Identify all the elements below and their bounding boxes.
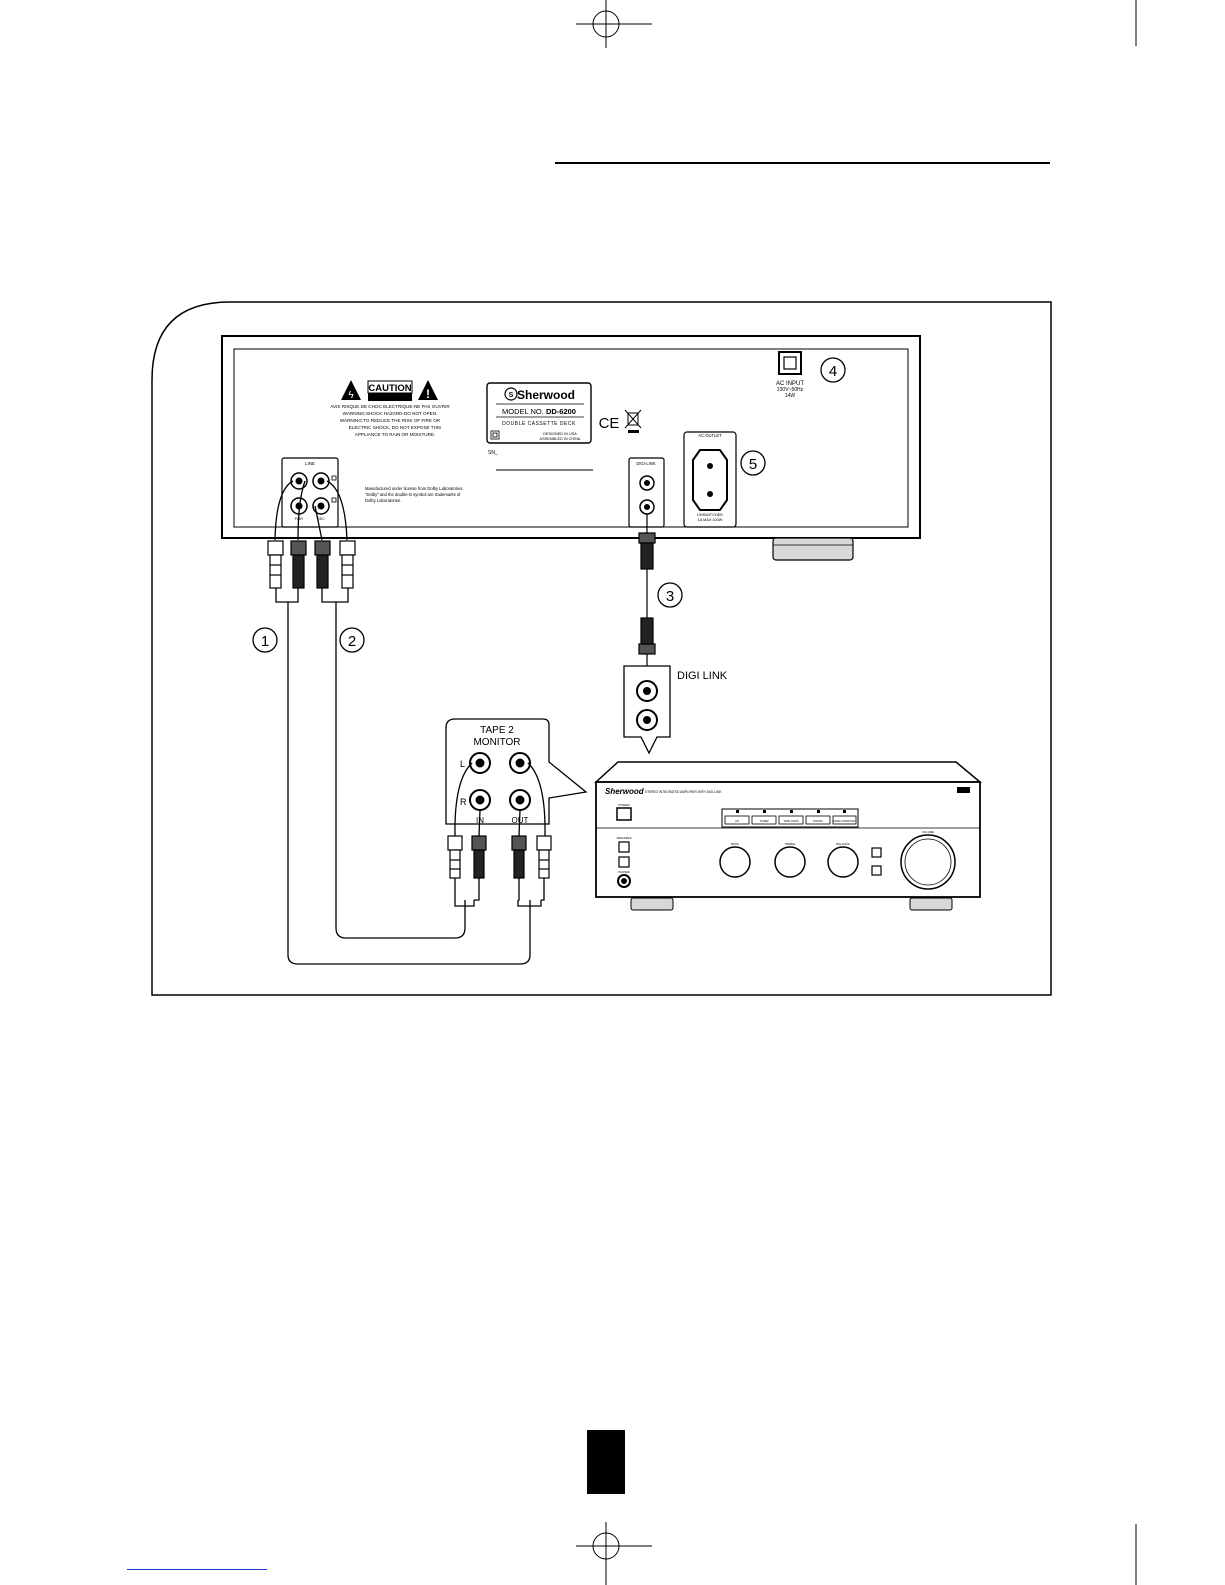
tape2-label-line-1: TAPE 2 [480, 725, 514, 736]
ac-outlet-label: AC OUTLET [698, 433, 722, 438]
digilink-panel-label: DIGI-LINK [636, 461, 656, 466]
footer-rule [127, 1569, 267, 1570]
caution-title: CAUTION [368, 383, 411, 394]
caution-line-1: AVIS RISQUE DE CHOC ELECTRIQUE-NE PAS OU… [330, 404, 450, 409]
caution-line-3: WARNING:TO REDUCE THE RISK OF FIRE OR [340, 418, 441, 423]
ac-input-socket [778, 351, 802, 375]
jack-label-rec: REC [317, 517, 325, 521]
ac-input-line-2: 230V~50Hz [777, 387, 804, 393]
callout-3: 3 [657, 582, 683, 608]
model-prefix: MODEL NO. [502, 407, 544, 416]
tone-button[interactable] [871, 865, 882, 876]
amplifier-front-panel: Sherwood STEREO INTEGRATED AMPLIFIER WIT… [594, 761, 983, 911]
input-btn-tuner: TUNER [760, 819, 769, 823]
ac-outlet-panel [683, 431, 737, 528]
balance-knob[interactable] [827, 846, 859, 878]
dolby-notice-2: "Dolby" and the double-D symbol are trad… [365, 492, 461, 497]
input-selector-group [721, 808, 859, 828]
ac-outlet-line-1: UNSWITCHED [697, 513, 723, 517]
svg-text:ϟ: ϟ [348, 390, 354, 401]
weee-bin-icon [624, 409, 642, 433]
knob-label-volume: VOLUME [922, 830, 934, 834]
ce-mark: CE [599, 415, 620, 432]
origin-line-1: DESIGNED IN USA [543, 432, 577, 436]
page-number-tab [587, 1430, 625, 1494]
volume-knob[interactable] [900, 834, 956, 890]
input-btn-tape1: TAPE 1/DVD [784, 819, 799, 823]
diagram-frame [151, 301, 1052, 996]
deck-brand: Sherwood [517, 388, 575, 402]
amp-model-text: STEREO INTEGRATED AMPLIFIER WITH DIGI-LI… [645, 790, 722, 794]
channel-r-label: R [460, 797, 467, 807]
svg-text:S: S [509, 392, 514, 399]
amp-brand: Sherwood [605, 787, 645, 796]
ac-outlet-socket [692, 449, 728, 511]
digi-link-label: DIGI LINK [677, 670, 728, 682]
knob-label-balance: BALANCE [836, 842, 849, 846]
small-label-speakers: SPEAKERS [616, 836, 631, 840]
digilink-cable [638, 514, 656, 676]
callout-4: 4 [820, 357, 846, 383]
small-label-phones: PHONES [618, 870, 630, 874]
svg-text:4: 4 [829, 363, 837, 380]
bass-knob[interactable] [719, 846, 751, 878]
model-number: DD-6200 [546, 407, 576, 416]
callout-1: 1 [252, 627, 278, 653]
svg-text:5: 5 [749, 456, 757, 473]
ac-input-line-1: AC INPUT [776, 381, 804, 387]
rca-plug [267, 540, 356, 589]
dolby-notice-3: Dolby Laboratories. [365, 498, 401, 503]
channel-l-label: L [460, 759, 465, 769]
tape2-label-line-2: MONITOR [473, 737, 520, 748]
power-button[interactable] [616, 807, 632, 821]
input-btn-cd: CD [735, 819, 739, 823]
svg-text:MODEL NO. DD-6200: MODEL NO. DD-6200 [502, 407, 576, 416]
loudness-button[interactable] [871, 847, 882, 858]
input-btn-tape2: TAPE 2 MONITOR [833, 819, 855, 823]
caution-line-4: ELECTRIC SHOCK, DO NOT EXPOSE THIS [349, 425, 442, 430]
rca-cable-bundle [274, 480, 542, 965]
rca-jack [290, 472, 330, 515]
model-label-box [486, 382, 592, 444]
caution-line-5: APPLIANCE TO RAIN OR MOISTURE. [355, 432, 436, 437]
serial-label: SN_ [488, 450, 498, 456]
line-label: LINE [305, 461, 315, 466]
ac-outlet-line-2: 1A MAX 100W [698, 518, 723, 522]
double-insulation-icon [490, 430, 500, 440]
amp-foot-right [909, 897, 953, 911]
amp-side-rca-plugs [447, 835, 552, 879]
svg-text:2: 2 [348, 633, 356, 650]
origin-line-2: ASSEMBLED IN CHINA [540, 437, 581, 441]
dolby-notice-1: Manufactured under license from Dolby La… [365, 486, 464, 491]
svg-text:3: 3 [666, 588, 674, 605]
speakers-button[interactable] [618, 841, 630, 853]
cassette-deck-rear-panel: ϟ ! CAUTION AVIS RISQUE DE CHOC ELECTRIQ… [221, 335, 921, 561]
deck-foot [772, 537, 854, 561]
product-type: DOUBLE CASSETTE DECK [502, 421, 576, 427]
amp-badge [957, 787, 970, 793]
ac-input-line-3: 14W [785, 393, 796, 399]
power-label: POWER [618, 803, 630, 807]
warning-triangle-icon: ϟ [341, 380, 361, 401]
caution-line-2: WARNING:SHOCK HAZARD-DO NOT OPEN. [343, 411, 438, 416]
sherwood-logo-icon: S [504, 387, 518, 401]
callout-2: 2 [339, 627, 365, 653]
exclamation-triangle-icon: ! [418, 380, 438, 401]
svg-text:1: 1 [261, 633, 269, 650]
svg-text:!: ! [426, 387, 430, 401]
aux-button[interactable] [618, 856, 630, 868]
knob-label-treble: TREBLE [785, 842, 796, 846]
input-btn-phono: PHONO [813, 819, 823, 823]
callout-5: 5 [740, 450, 766, 476]
treble-knob[interactable] [774, 846, 806, 878]
amp-foot-left [630, 897, 674, 911]
input-selector-buttons [724, 815, 857, 825]
jack-label-play: PLAY [295, 517, 304, 521]
knob-label-bass: BASS [731, 842, 739, 846]
